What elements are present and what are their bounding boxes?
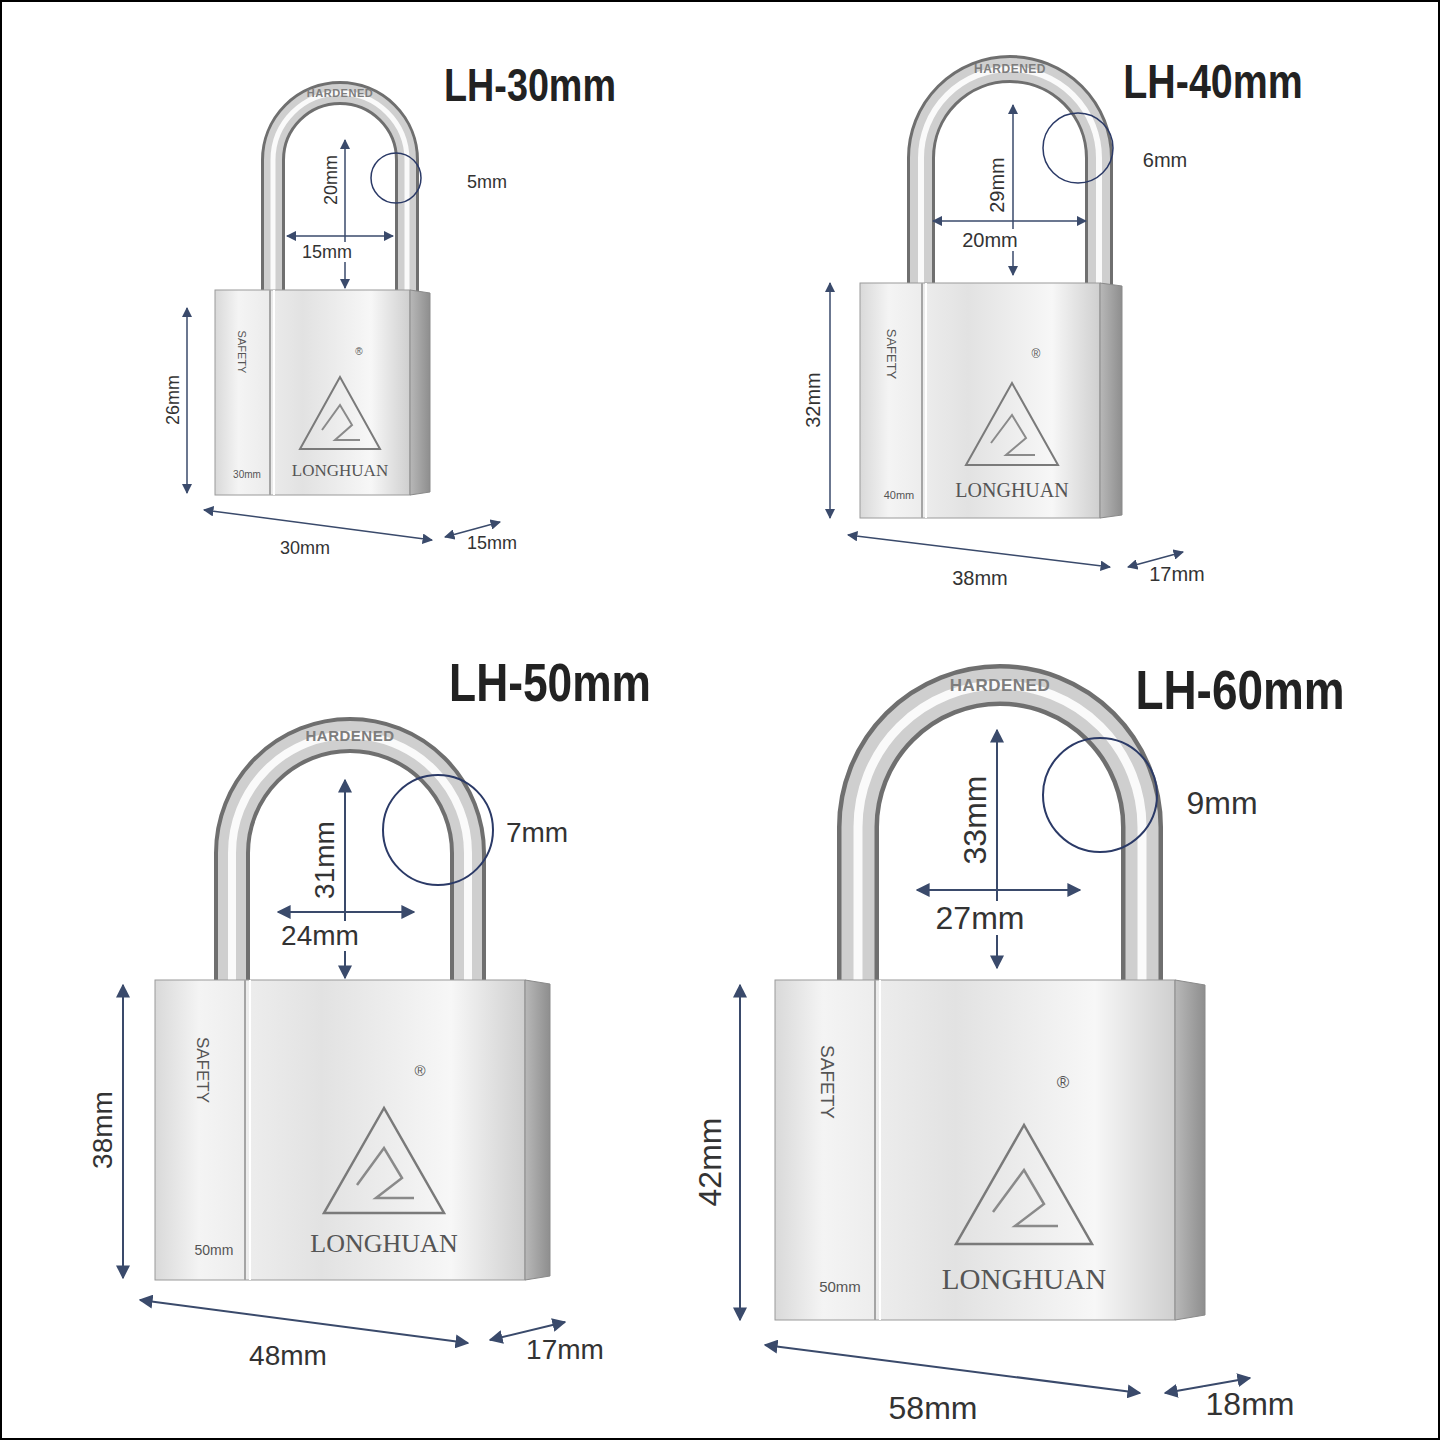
dimension-label: 15mm bbox=[300, 242, 354, 262]
dimension-label: 17mm bbox=[524, 1335, 606, 1365]
dimension-label: 32mm bbox=[802, 370, 824, 430]
model-title: LH-40mm bbox=[1123, 58, 1302, 106]
registered-mark: ® bbox=[355, 347, 362, 357]
body-engraving: SAFETY bbox=[885, 329, 898, 380]
size-marking: 30mm bbox=[233, 470, 261, 480]
dimension-label: 9mm bbox=[1184, 786, 1259, 820]
dimension-label: 38mm bbox=[950, 567, 1010, 589]
size-marking: 50mm bbox=[819, 1279, 861, 1294]
brand-name: LONGHUAN bbox=[292, 462, 388, 479]
dimension-label: 20mm bbox=[321, 153, 341, 207]
model-title: LH-60mm bbox=[1135, 662, 1344, 718]
padlock-body: SAFETY ® LONGHUAN 50mm bbox=[155, 980, 550, 1280]
size-marking: 50mm bbox=[195, 1243, 234, 1257]
dimension-label: 7mm bbox=[504, 818, 570, 848]
size-marking: 40mm bbox=[884, 490, 915, 501]
dimension-label: 42mm bbox=[693, 1116, 727, 1209]
shackle-engraving: HARDENED bbox=[974, 63, 1046, 75]
dimension-label: 48mm bbox=[247, 1341, 329, 1371]
dimension-label: 20mm bbox=[960, 229, 1020, 251]
dimension-label: 38mm bbox=[88, 1089, 118, 1171]
padlock-body: SAFETY ® LONGHUAN 30mm bbox=[215, 290, 430, 495]
brand-name: LONGHUAN bbox=[310, 1231, 457, 1257]
model-title: LH-30mm bbox=[444, 62, 616, 108]
body-engraving: SAFETY bbox=[818, 1045, 837, 1119]
body-engraving: SAFETY bbox=[194, 1037, 211, 1103]
dimension-label: 30mm bbox=[278, 538, 332, 558]
shackle-engraving: HARDENED bbox=[307, 88, 373, 99]
padlock-body: SAFETY ® LONGHUAN 50mm bbox=[775, 980, 1205, 1320]
shackle-engraving: HARDENED bbox=[950, 677, 1050, 694]
registered-mark: ® bbox=[1032, 348, 1041, 360]
body-engraving: SAFETY bbox=[236, 331, 247, 374]
model-title: LH-50mm bbox=[449, 655, 651, 709]
dimension-label: 58mm bbox=[887, 1391, 980, 1425]
dimension-label: 6mm bbox=[1141, 149, 1189, 171]
dimension-label: 24mm bbox=[279, 921, 361, 951]
brand-name: LONGHUAN bbox=[955, 480, 1068, 500]
dimension-label: 5mm bbox=[465, 172, 509, 192]
dimension-label: 15mm bbox=[465, 533, 519, 553]
dimension-label: 18mm bbox=[1204, 1387, 1297, 1421]
dimension-label: 31mm bbox=[310, 819, 340, 901]
registered-mark: ® bbox=[1057, 1074, 1070, 1091]
dimension-label: 33mm bbox=[958, 774, 992, 867]
dimension-label: 17mm bbox=[1147, 563, 1207, 585]
brand-name: LONGHUAN bbox=[942, 1265, 1106, 1294]
shackle-engraving: HARDENED bbox=[305, 728, 394, 743]
dimension-label: 26mm bbox=[163, 373, 183, 427]
dimension-label: 27mm bbox=[934, 901, 1027, 935]
registered-mark: ® bbox=[414, 1063, 425, 1078]
padlock-body: SAFETY ® LONGHUAN 40mm bbox=[860, 283, 1122, 518]
dimension-label: 29mm bbox=[986, 155, 1008, 215]
